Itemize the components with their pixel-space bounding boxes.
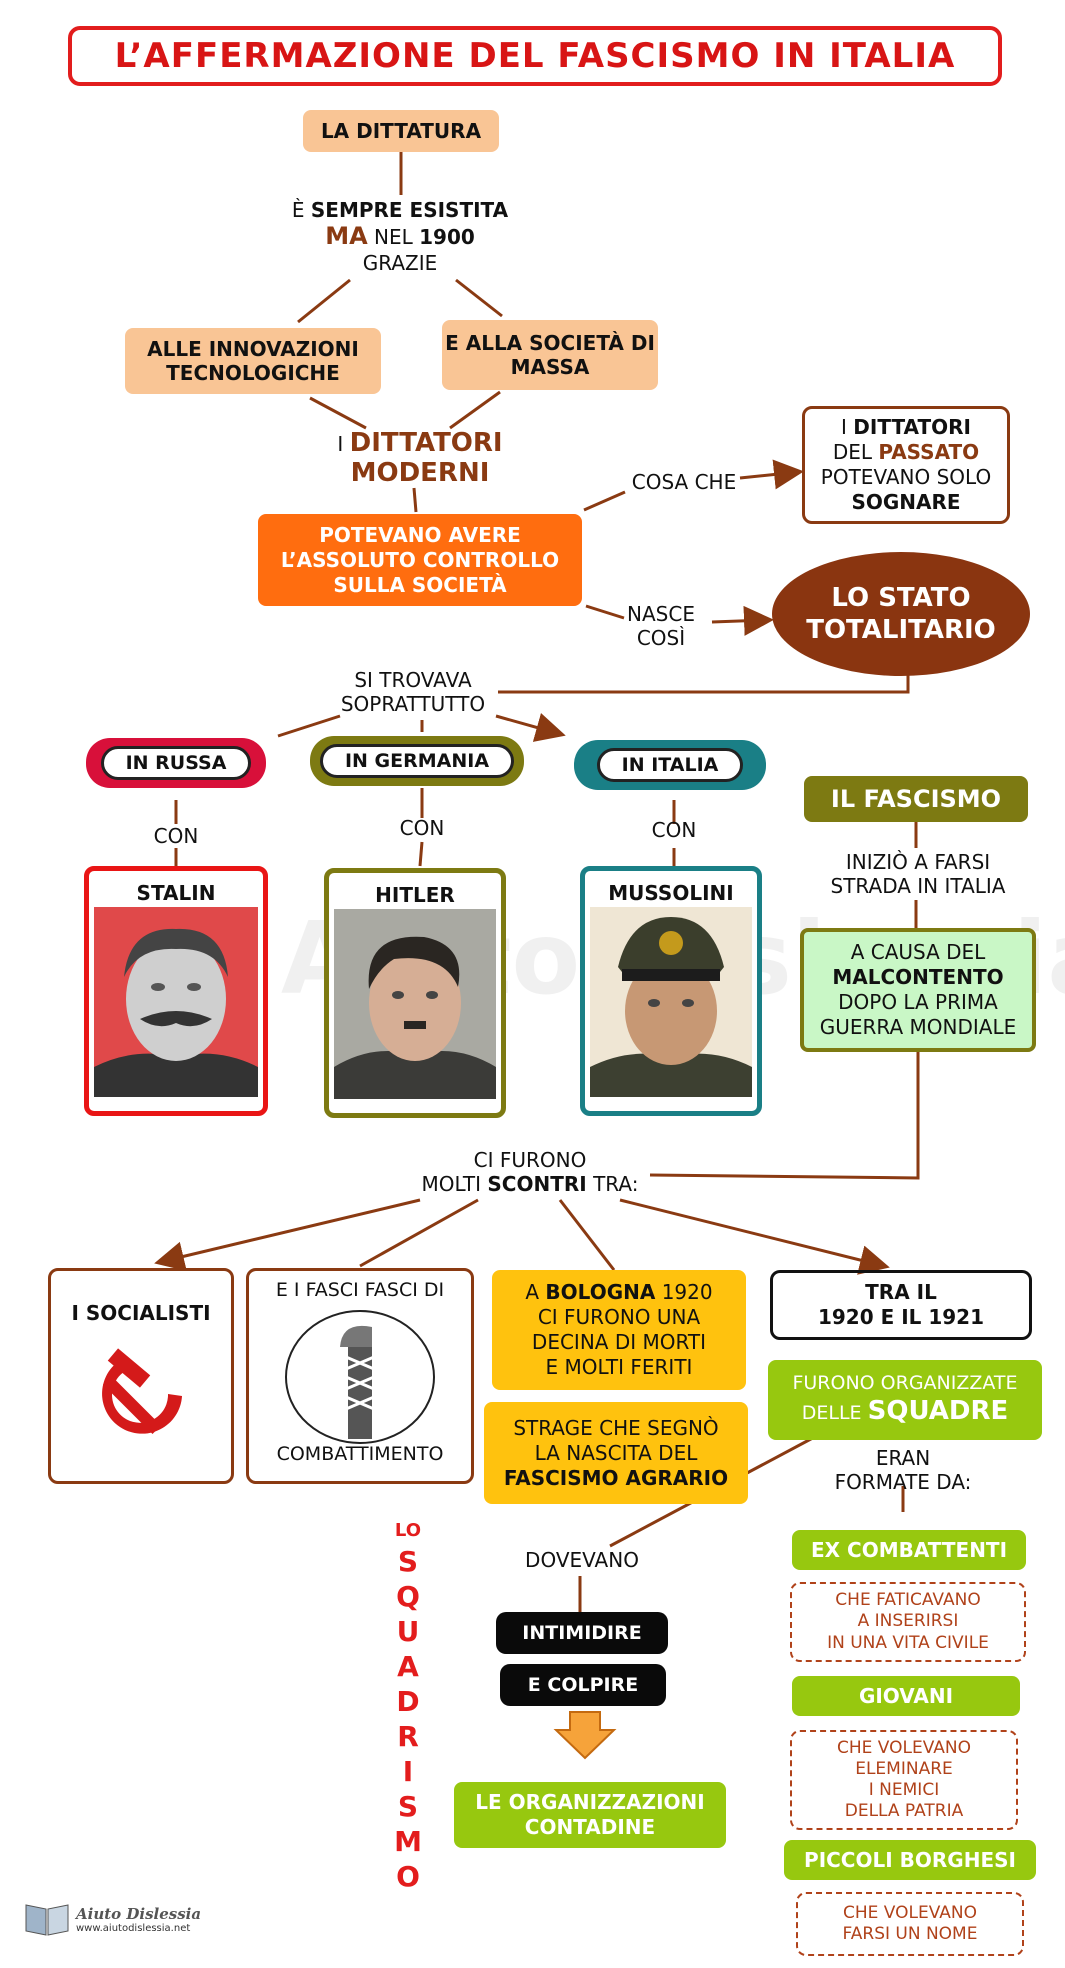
socialisti-box: I SOCIALISTI bbox=[48, 1268, 234, 1484]
dittatori-passato-box: I DITTATORI DEL PASSATO POTEVANO SOLO SO… bbox=[802, 406, 1010, 524]
down-arrow-icon bbox=[553, 1711, 617, 1760]
malcontento-box: A CAUSA DEL MALCONTENTO DOPO LA PRIMA GU… bbox=[800, 928, 1036, 1052]
fascio-littorio-icon bbox=[285, 1309, 435, 1444]
group-piccoli-borghesi: PICCOLI BORGHESI bbox=[784, 1840, 1036, 1880]
squadrismo-vertical-text: LO S Q U A D R I S M O bbox=[394, 1520, 422, 1893]
squadre-box: FURONO ORGANIZZATE DELLE SQUADRE bbox=[768, 1360, 1042, 1440]
page-title: L’AFFERMAZIONE DEL FASCISMO IN ITALIA bbox=[68, 26, 1002, 86]
hitler-card: HITLER bbox=[324, 868, 506, 1118]
sempre-esistita-text: È SEMPRE ESISTITA MA NEL 1900 GRAZIE bbox=[291, 198, 509, 275]
dittatura-box: LA DITTATURA bbox=[303, 110, 499, 152]
con-italia: CON bbox=[651, 818, 697, 842]
dovevano-label: DOVEVANO bbox=[525, 1548, 639, 1572]
fascismo-box: IL FASCISMO bbox=[804, 776, 1028, 822]
group-ex-combattenti: EX COMBATTENTI bbox=[792, 1530, 1026, 1570]
hammer-sickle-icon bbox=[102, 1348, 182, 1434]
colpire-box: E COLPIRE bbox=[500, 1664, 666, 1706]
hitler-portrait-image bbox=[334, 909, 496, 1099]
aiuto-dislessia-logo: Aiuto Dislessia www.aiutodislessia.net bbox=[22, 1896, 212, 1942]
stalin-card: STALIN bbox=[84, 866, 268, 1116]
innovazioni-box: ALLE INNOVAZIONI TECNOLOGICHE bbox=[125, 328, 381, 394]
pill-russia: IN RUSSA bbox=[86, 738, 266, 788]
book-icon bbox=[25, 1904, 69, 1936]
pill-germania: IN GERMANIA bbox=[310, 736, 524, 786]
con-russia: CON bbox=[153, 824, 199, 848]
group-giovani: GIOVANI bbox=[792, 1676, 1020, 1716]
cosa-che-label: COSA CHE bbox=[631, 470, 737, 494]
strage-box: STRAGE CHE SEGNÒ LA NASCITA DEL FASCISMO… bbox=[484, 1402, 748, 1504]
bologna-box: A BOLOGNA 1920 CI FURONO UNA DECINA DI M… bbox=[492, 1270, 746, 1390]
con-germania: CON bbox=[399, 816, 445, 840]
pill-italia: IN ITALIA bbox=[574, 740, 766, 790]
dittatori-moderni-label: I DITTATORI MODERNI bbox=[337, 428, 503, 488]
societa-massa-box: E ALLA SOCIETÀ DI MASSA bbox=[442, 320, 658, 390]
mussolini-portrait-image bbox=[590, 907, 752, 1097]
mussolini-card: MUSSOLINI bbox=[580, 866, 762, 1116]
stalin-portrait-image bbox=[94, 907, 258, 1097]
scontri-label: CI FURONO MOLTI SCONTRI TRA: bbox=[421, 1148, 639, 1196]
fasci-box: E I FASCI FASCI DI COMBATTIMENTO bbox=[246, 1268, 474, 1484]
intimidire-box: INTIMIDIRE bbox=[496, 1612, 668, 1654]
controllo-box: POTEVANO AVERE L’ASSOLUTO CONTROLLO SULL… bbox=[258, 514, 582, 606]
